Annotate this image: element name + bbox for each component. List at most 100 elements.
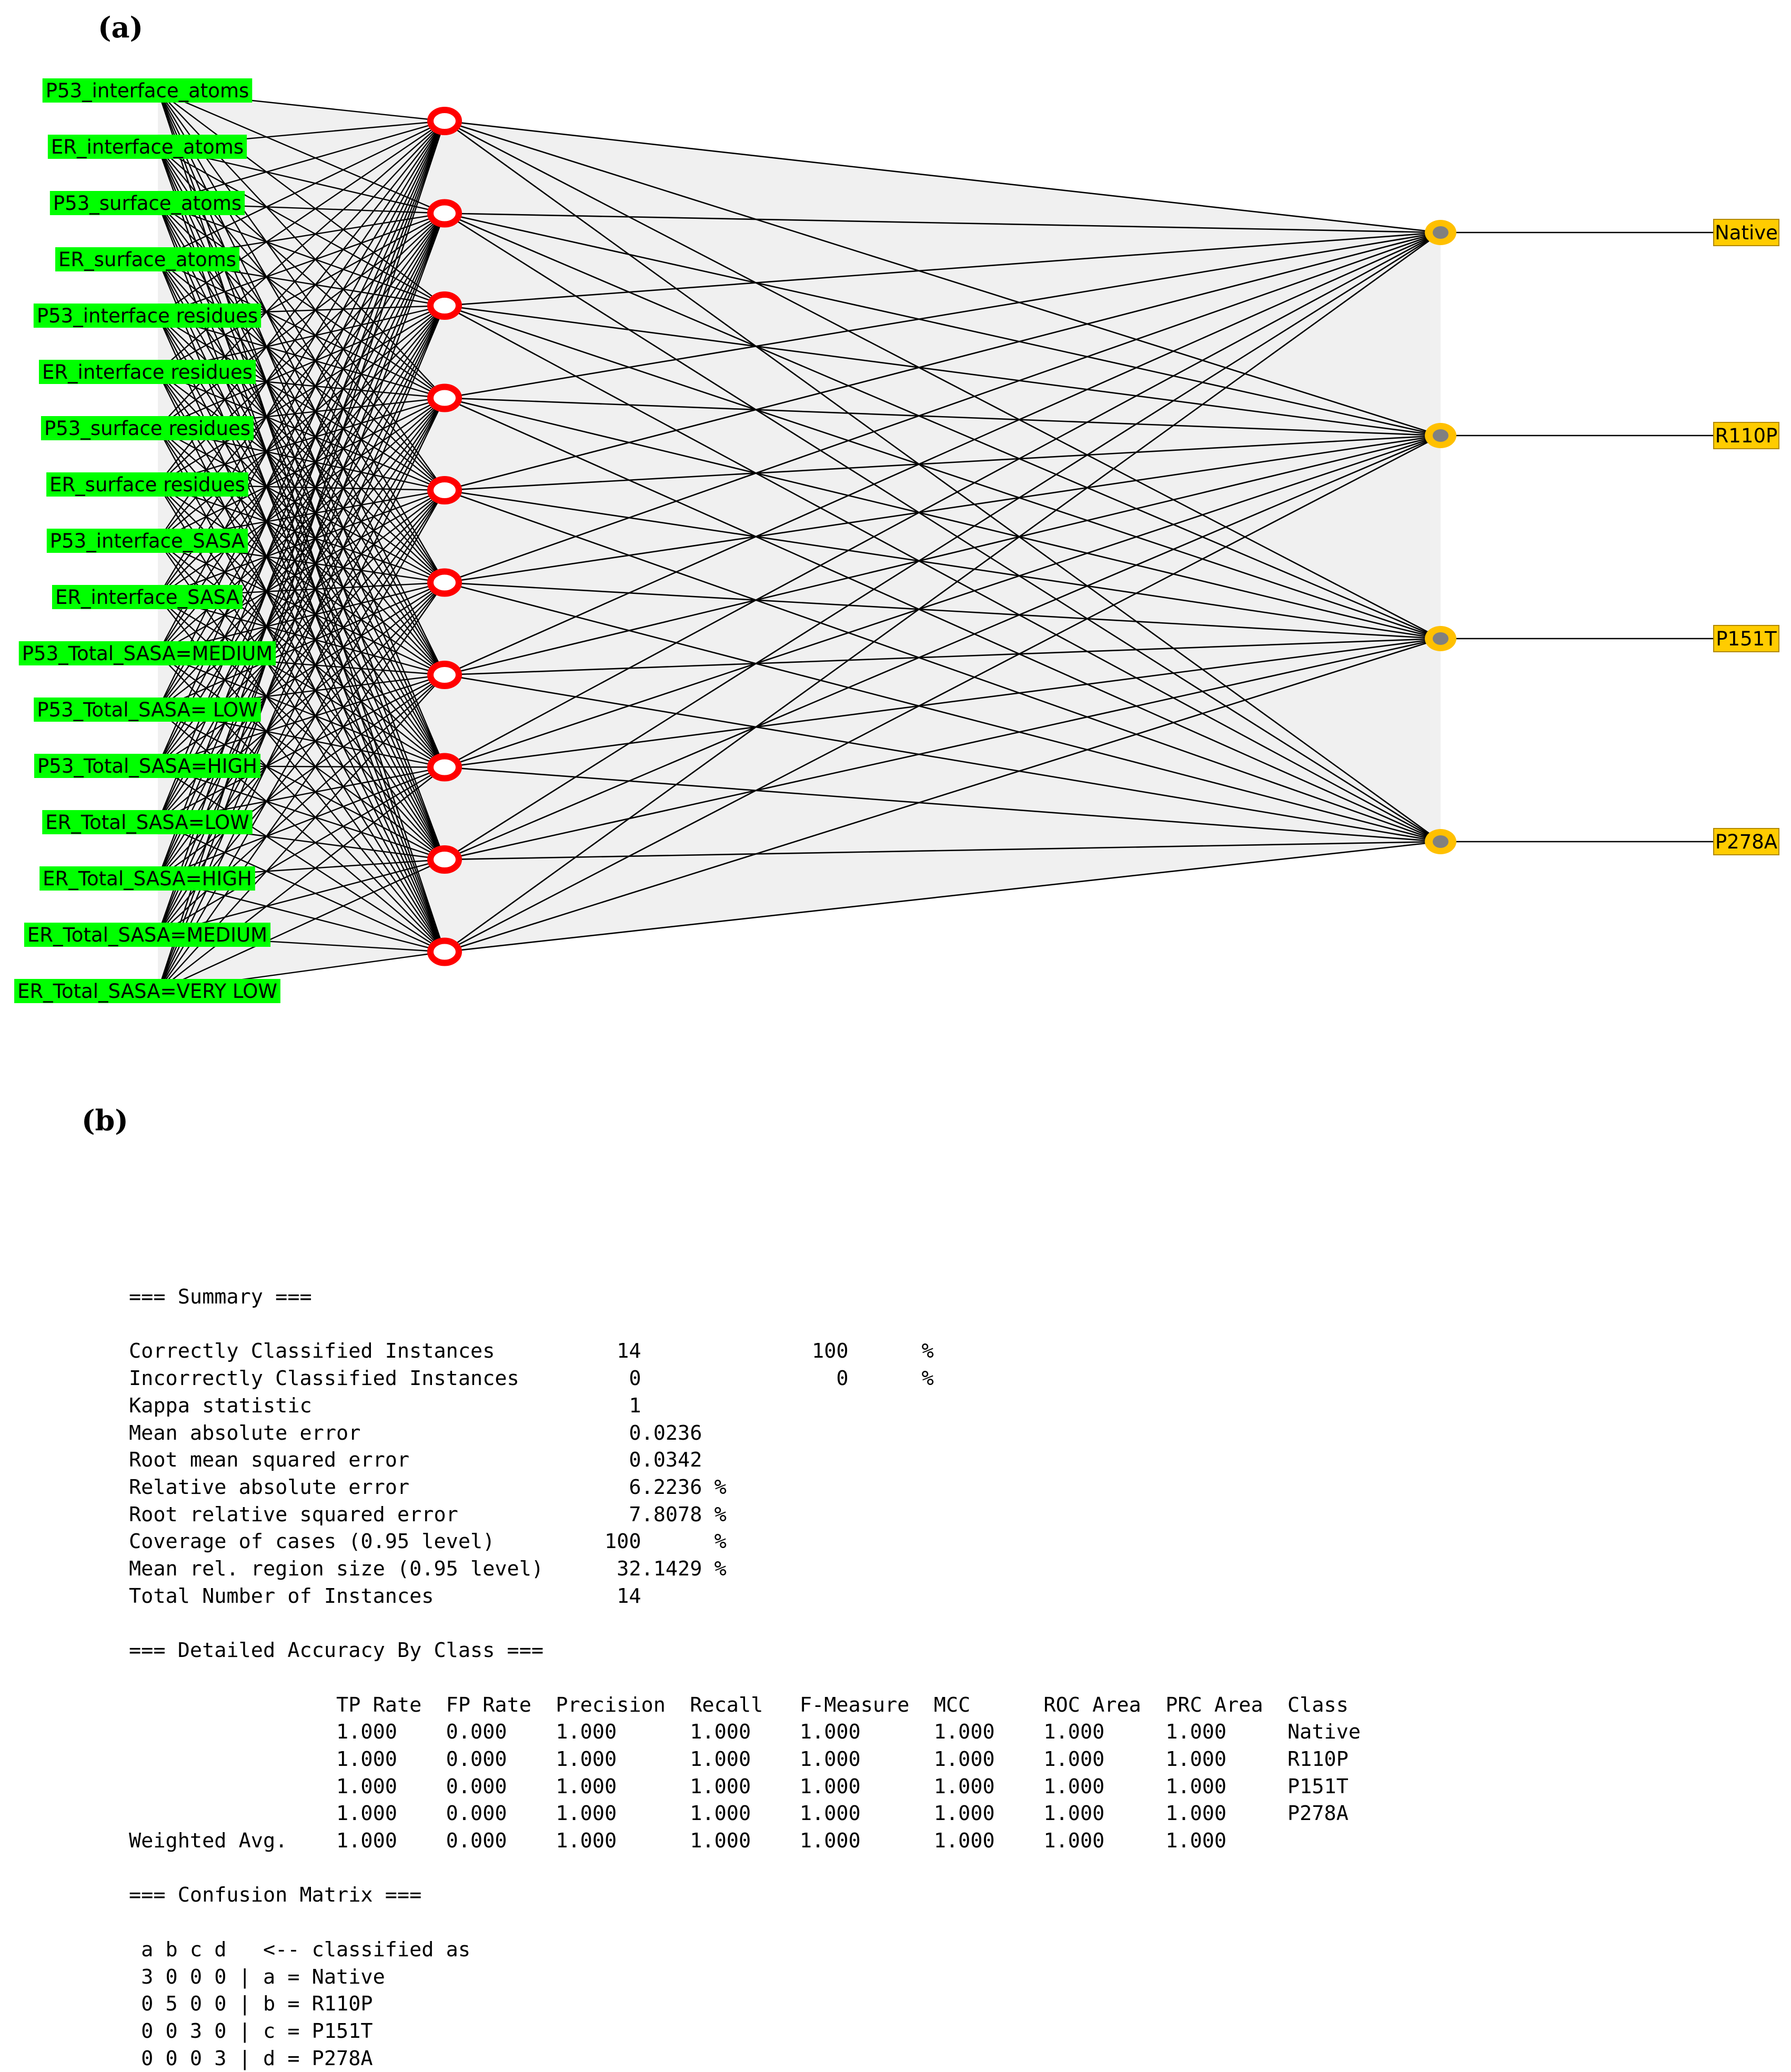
output-class-label-group: P278A	[1713, 828, 1779, 855]
input-node-label: P53_interface residues	[37, 305, 258, 327]
input-hidden-connection	[157, 397, 446, 992]
hidden-output-connection	[444, 434, 1441, 491]
hidden-node	[427, 845, 462, 874]
output-class-label-group: Native	[1713, 219, 1779, 246]
input-hidden-connection	[157, 120, 445, 260]
hidden-node	[427, 199, 462, 228]
hidden-output-connection	[444, 213, 1441, 640]
input-hidden-connection	[157, 484, 445, 675]
input-node: P53_interface_SASA	[46, 529, 248, 553]
output-class-box	[1713, 828, 1779, 855]
output-line: 0 0 0 3 | d = P278A	[129, 2046, 373, 2070]
network-background-fill	[158, 90, 1441, 991]
input-hidden-connection	[157, 597, 445, 860]
output-class-box	[1713, 422, 1779, 449]
output-line: === Confusion Matrix ===	[129, 1883, 422, 1907]
hidden-node	[427, 476, 462, 504]
hidden-output-connection	[444, 397, 1441, 640]
hidden-output-connection	[444, 231, 1441, 491]
hidden-output-connection	[444, 638, 1441, 861]
output-class-label-group: P151T	[1713, 625, 1779, 652]
input-node: ER_surface_atoms	[55, 247, 239, 271]
output-line: 0 0 3 0 | c = P151T	[129, 2019, 373, 2043]
hidden-output-connection	[444, 231, 1441, 307]
panel-label-a: (a)	[98, 11, 144, 44]
input-node-label: P53_surface_atoms	[53, 192, 242, 215]
input-node-box	[34, 698, 261, 722]
output-line	[129, 1664, 1361, 1692]
input-hidden-connection	[157, 765, 445, 953]
hidden-output-connection	[444, 213, 1441, 437]
output-wires	[1441, 231, 1714, 843]
output-line: Mean rel. region size (0.95 level) 32.14…	[129, 1557, 727, 1581]
input-hidden-connection	[157, 484, 446, 953]
input-hidden-connection	[157, 146, 445, 399]
input-hidden-connection	[157, 653, 445, 860]
hidden-output-connection	[444, 489, 1441, 640]
input-hidden-connection	[157, 490, 446, 992]
output-line: 1.000 0.000 1.000 1.000 1.000 1.000 1.00…	[129, 1802, 1349, 1826]
input-hidden-connection	[157, 202, 445, 307]
input-hidden-connection	[157, 858, 445, 992]
input-hidden-connection	[157, 709, 445, 953]
output-line: 1.000 0.000 1.000 1.000 1.000 1.000 1.00…	[129, 1774, 1349, 1798]
input-hidden-connection	[157, 120, 446, 710]
hidden-output-connection	[444, 582, 1441, 640]
input-hidden-connection	[157, 203, 446, 675]
hidden-output-connection	[444, 766, 1441, 843]
hidden-node	[427, 107, 462, 135]
hidden-node	[427, 383, 462, 412]
output-line: Weighted Avg. 1.000 0.000 1.000 1.000 1.…	[129, 1829, 1227, 1853]
input-hidden-connection	[157, 540, 445, 953]
output-class-label-group: R110P	[1713, 422, 1779, 449]
input-hidden-connection	[157, 428, 445, 675]
input-hidden-connection	[157, 305, 445, 429]
hidden-output-connection	[444, 841, 1441, 861]
hidden-output-connection	[444, 231, 1441, 583]
input-node-label: ER_Total_SASA=VERY LOW	[17, 980, 277, 1003]
output-line: Total Number of Instances 14	[129, 1584, 641, 1608]
input-node: ER_surface residues	[46, 472, 248, 497]
input-node: ER_Total_SASA=HIGH	[39, 866, 255, 891]
output-line: === Summary ===	[129, 1285, 312, 1309]
input-node-box	[46, 529, 248, 553]
input-node-box	[49, 191, 245, 215]
hidden-output-connection	[444, 305, 1441, 437]
output-class-label: P151T	[1716, 628, 1777, 650]
input-hidden-connection	[157, 90, 446, 583]
input-hidden-connection	[157, 203, 445, 399]
input-node-box	[33, 304, 261, 328]
input-node-label: ER_Total_SASA=HIGH	[43, 867, 252, 890]
input-hidden-connection	[157, 213, 446, 992]
output-line: Root mean squared error 0.0342	[129, 1448, 702, 1472]
output-line	[129, 1909, 1361, 1936]
hidden-output-connection	[444, 434, 1441, 768]
input-node: ER_interface_atoms	[47, 135, 247, 159]
hidden-output-connection	[444, 120, 1441, 843]
input-hidden-connection	[157, 120, 445, 372]
input-node: ER_interface residues	[38, 360, 256, 384]
input-node-box	[39, 866, 255, 891]
output-line: a b c d <-- classified as	[129, 1937, 471, 1962]
hidden-output-connection	[444, 582, 1441, 843]
output-node-center	[1433, 226, 1448, 239]
input-hidden-connection	[157, 146, 445, 307]
input-hidden-connection	[157, 305, 445, 541]
output-line	[129, 1855, 1361, 1882]
input-hidden-connection	[157, 90, 445, 306]
input-node-label: P53_Total_SASA= LOW	[37, 699, 258, 721]
output-line	[129, 1610, 1361, 1637]
input-hidden-connection	[157, 259, 445, 675]
input-hidden-connection	[157, 120, 445, 204]
network-background	[158, 90, 1441, 991]
input-node-label: ER_Total_SASA=LOW	[45, 811, 249, 834]
input-node-box	[42, 78, 253, 103]
hidden-node	[427, 568, 462, 597]
input-hidden-connection	[157, 259, 446, 768]
output-line: TP Rate FP Rate Precision Recall F-Measu…	[129, 1693, 1349, 1717]
output-line: Root relative squared error 7.8078 %	[129, 1502, 727, 1527]
hidden-output-connection	[444, 841, 1441, 953]
input-hidden-connection	[157, 213, 445, 429]
output-class-label: Native	[1715, 221, 1778, 244]
input-node-box	[55, 247, 239, 271]
